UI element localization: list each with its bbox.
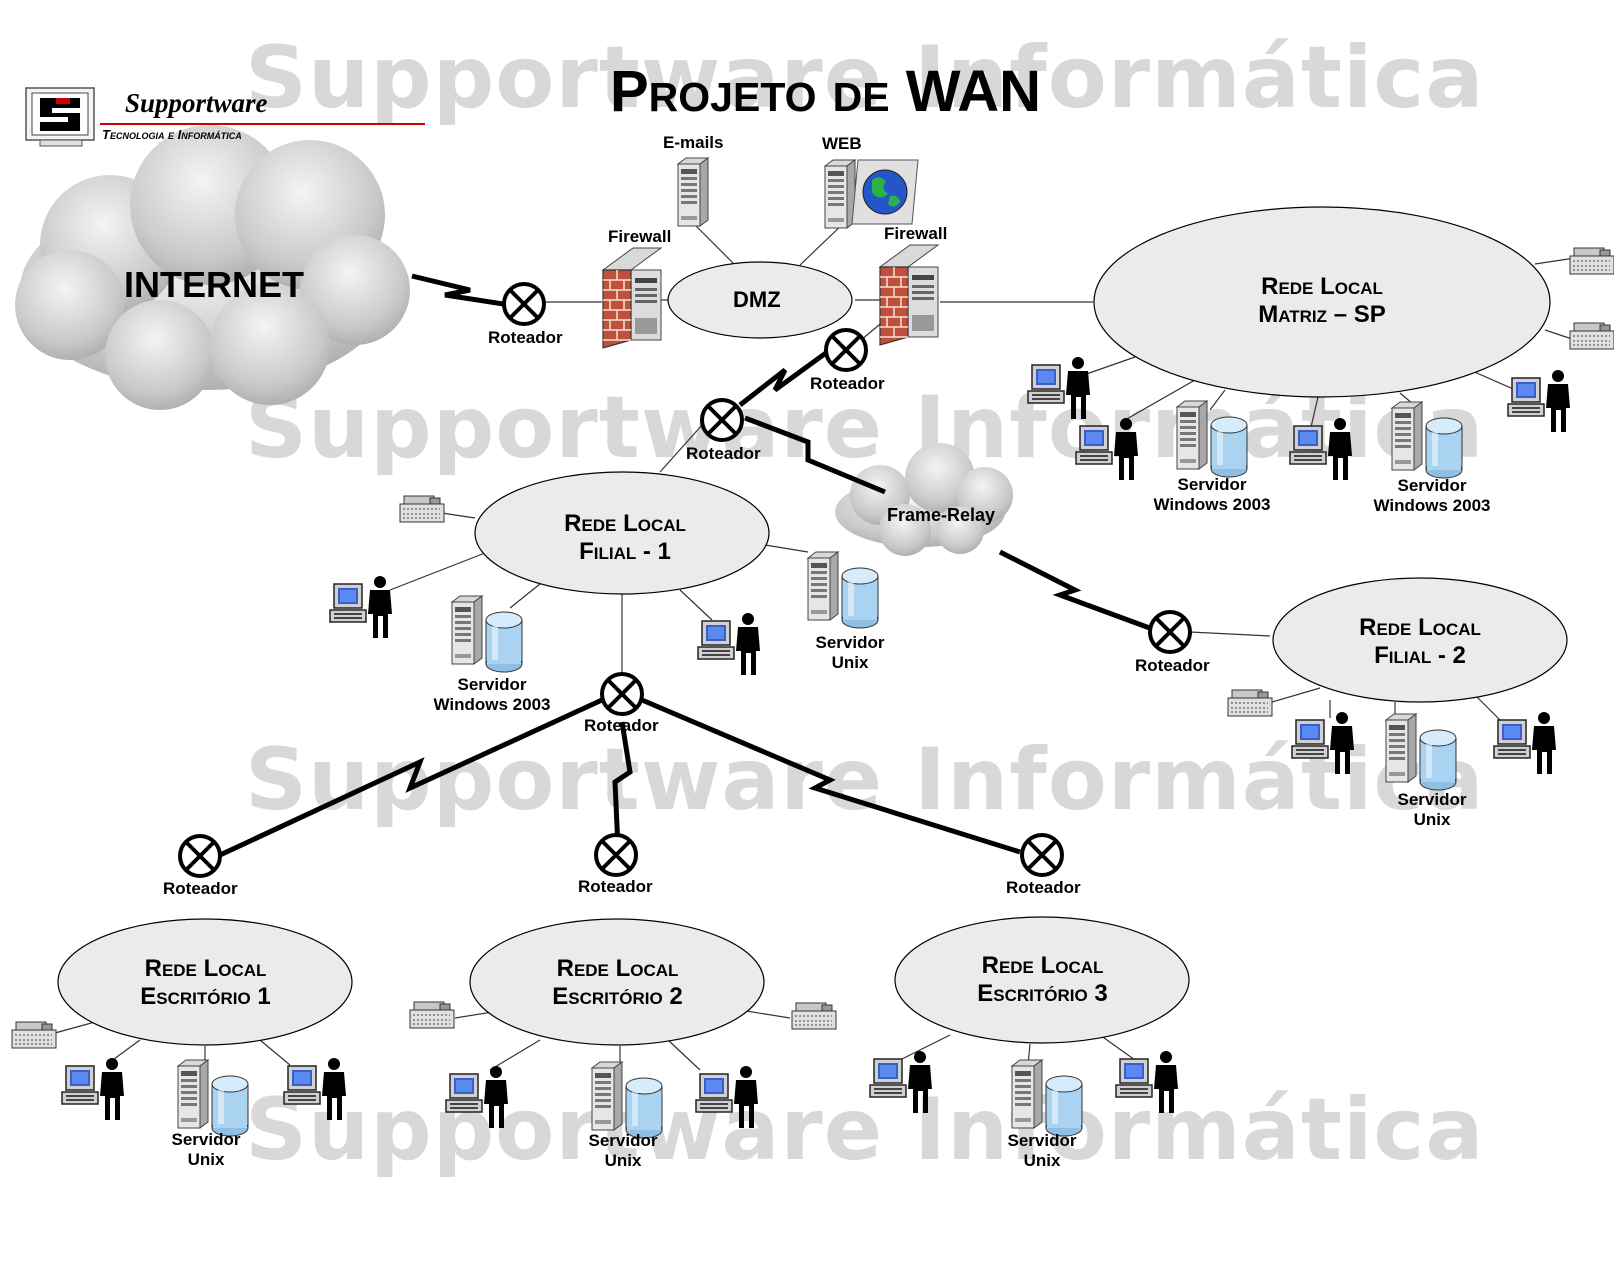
server-label: Servidor Windows 2003 (1373, 476, 1491, 515)
supportware-logo-icon (25, 87, 425, 147)
dmz-network (667, 261, 853, 339)
server-label: Servidor Unix (1007, 1131, 1077, 1170)
workstation-icon (1075, 417, 1139, 481)
printer-icon (409, 1001, 455, 1029)
dmz-label: DMZ (733, 287, 781, 312)
matriz-network (1093, 206, 1551, 398)
watermark-3: Supportware Informática (245, 730, 1485, 830)
logo-subtitle: Tecnologia e Informática (102, 127, 242, 142)
router-icon (824, 328, 868, 372)
filial1-network-label: Rede Local Filial - 1 (564, 510, 686, 565)
email-server-label: E-mails (663, 133, 724, 152)
filial1-network (474, 471, 770, 595)
wan-links (218, 273, 1156, 858)
server-label: Servidor Unix (1397, 790, 1467, 829)
workstation-icon (1289, 417, 1353, 481)
server-icon (1386, 714, 1456, 790)
router-label: Roteador (584, 716, 659, 735)
router-label: Roteador (163, 879, 238, 898)
router-label: Roteador (1006, 878, 1081, 897)
workstation-icon (695, 1065, 759, 1129)
router-label: Roteador (1135, 656, 1210, 675)
internet-label: INTERNET (124, 264, 304, 305)
router-icon (594, 833, 638, 877)
workstation-icon (1115, 1050, 1179, 1114)
frame-relay-label: Frame-Relay (887, 505, 996, 525)
frame-relay-cloud-icon (835, 443, 1013, 556)
escritorio3-network-label: Rede Local Escritório 3 (977, 952, 1108, 1007)
firewall-right-label: Firewall (884, 224, 948, 243)
web-server-icon (824, 159, 856, 229)
workstation-icon (869, 1050, 933, 1114)
escritorio2-network-label: Rede Local Escritório 2 (552, 955, 683, 1010)
firewall-icon (602, 247, 662, 349)
logo-name: Supportware (125, 88, 268, 118)
workstation-icon (1493, 711, 1557, 775)
workstation-icon (445, 1065, 509, 1129)
workstation-icon (1507, 369, 1571, 433)
filial2-network-label: Rede Local Filial - 2 (1359, 614, 1481, 669)
router-icon (178, 834, 222, 878)
globe-icon (851, 159, 919, 225)
escritorio1-network (57, 918, 353, 1046)
server-label: Servidor Unix (588, 1131, 658, 1170)
router-label: Roteador (810, 374, 885, 393)
workstation-icon (1027, 356, 1091, 420)
network-ellipses (57, 206, 1568, 1046)
firewall-left-label: Firewall (608, 227, 672, 246)
printer-icon (1569, 247, 1614, 275)
escritorio2-network (469, 918, 765, 1046)
router-icon (600, 672, 644, 716)
watermark-1: Supportware Informática (245, 28, 1485, 128)
internet-cloud-icon (15, 125, 410, 410)
server-icon (592, 1062, 662, 1138)
workstation-icon (61, 1057, 125, 1121)
server-icon (1012, 1060, 1082, 1136)
router-icon (1148, 610, 1192, 654)
server-label: Servidor Unix (815, 633, 885, 672)
workstation-icon (283, 1057, 347, 1121)
router-label: Roteador (686, 444, 761, 463)
printer-icon (791, 1002, 837, 1030)
email-server-icon (677, 157, 709, 227)
printer-icon (1227, 689, 1273, 717)
firewall-icon (879, 244, 939, 346)
printer-icon (399, 495, 445, 523)
server-label: Servidor Windows 2003 (433, 675, 551, 714)
escritorio1-network-label: Rede Local Escritório 1 (140, 955, 271, 1010)
printer-icon (11, 1021, 57, 1049)
workstation-icon (1291, 711, 1355, 775)
router-icon (700, 398, 744, 442)
router-label: Roteador (578, 877, 653, 896)
workstation-icon (329, 575, 393, 639)
server-icon (808, 552, 878, 628)
server-label: Servidor Unix (171, 1130, 241, 1169)
server-icon (1392, 402, 1462, 478)
page-title: Projeto de WAN (610, 59, 1042, 124)
workstation-icon (697, 612, 761, 676)
router-icon (502, 282, 546, 326)
filial2-network (1272, 577, 1568, 703)
matriz-network-label: Rede Local Matriz – SP (1258, 273, 1386, 328)
printer-icon (1569, 322, 1614, 350)
web-server-label: WEB (822, 134, 862, 153)
server-label: Servidor Windows 2003 (1153, 475, 1271, 514)
server-icon (1177, 401, 1247, 477)
escritorio3-network (894, 916, 1190, 1044)
router-label: Roteador (488, 328, 563, 347)
router-icon (1020, 833, 1064, 877)
server-icon (178, 1060, 248, 1136)
